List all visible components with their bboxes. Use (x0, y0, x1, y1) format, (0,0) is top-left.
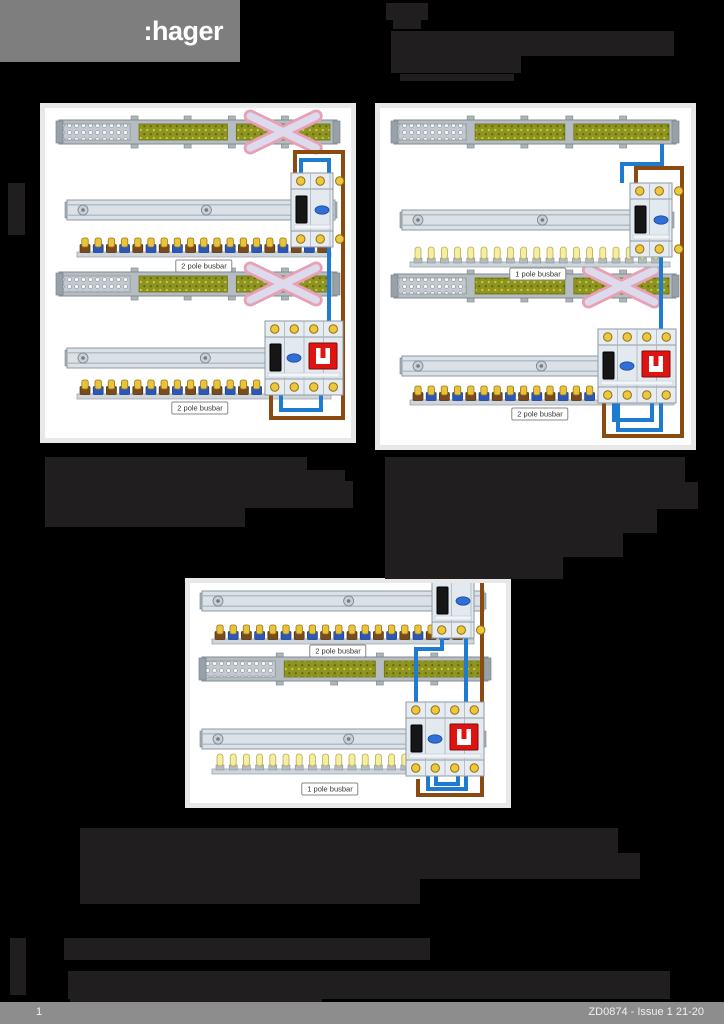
wire-blue (620, 144, 664, 183)
busbar-label: 2 pole busbar (175, 259, 233, 273)
redacted-caption-right (385, 507, 657, 533)
terminal-strip (390, 115, 680, 149)
redacted-margin-marker (8, 183, 25, 235)
busbar-label: 2 pole busbar (511, 407, 569, 421)
hager-logo: :hager (0, 0, 240, 62)
page-number: 1 (36, 1006, 43, 1018)
rcd-breaker (264, 320, 344, 396)
redacted-note-marker (10, 938, 26, 995)
redacted-title-line (391, 55, 521, 73)
redacted-caption-bottom (80, 853, 640, 879)
redacted-caption-left (45, 457, 307, 483)
circuit-breaker (431, 583, 486, 639)
busbar-label: 1 pole busbar (509, 267, 567, 281)
redacted-caption-bottom (80, 877, 420, 904)
wire-blue (414, 638, 444, 702)
redacted-caption-right (385, 482, 698, 509)
redacted-caption-right (385, 457, 685, 484)
wiring-figure-top-left: 2 pole busbar 2 pole busbar (40, 103, 356, 443)
redacted-caption-left (45, 481, 353, 508)
wiring-diagram (198, 583, 492, 797)
redacted-caption-right (385, 532, 623, 557)
cross-out-mark (243, 261, 323, 307)
wire-blue (612, 403, 654, 422)
redacted-title-block (393, 19, 421, 29)
redacted-title-line (391, 31, 674, 56)
wire-brown (602, 166, 684, 438)
rcd-breaker (405, 701, 485, 777)
wire-brown (269, 150, 345, 420)
wiring-diagram (55, 109, 345, 420)
redacted-note-line (68, 971, 670, 999)
wire-brown (416, 583, 484, 797)
circuit-breaker (290, 172, 345, 248)
busbar-label: 2 pole busbar (309, 644, 367, 658)
circuit-breaker (629, 182, 684, 258)
busbar-label: 1 pole busbar (301, 782, 359, 796)
doc-reference: ZD0874 - Issue 1 21-20 (588, 1006, 704, 1018)
cross-out-mark (581, 263, 661, 309)
wire-blue (279, 395, 323, 412)
wiring-diagram (390, 115, 684, 438)
redacted-caption-bottom (80, 828, 618, 855)
wire-blue (434, 776, 460, 786)
terminal-strip (198, 652, 492, 686)
cross-out-mark (243, 109, 323, 155)
redacted-title-block (386, 3, 428, 20)
wiring-figure-top-right: 1 pole busbar 2 pole busbar (375, 103, 696, 450)
redacted-caption-left (45, 506, 245, 527)
redacted-caption-right (385, 556, 563, 579)
wiring-figure-bottom: 2 pole busbar 1 pole busbar (185, 578, 511, 808)
busbar-label: 2 pole busbar (171, 401, 229, 415)
din-rail (199, 590, 487, 612)
rcd-breaker (597, 328, 677, 404)
redacted-title-underline (400, 74, 514, 81)
din-rail (64, 199, 338, 221)
hager-logo-text: :hager (143, 15, 223, 46)
redacted-note-line (64, 938, 430, 960)
footer-bar: 1 ZD0874 - Issue 1 21-20 (0, 1002, 724, 1024)
